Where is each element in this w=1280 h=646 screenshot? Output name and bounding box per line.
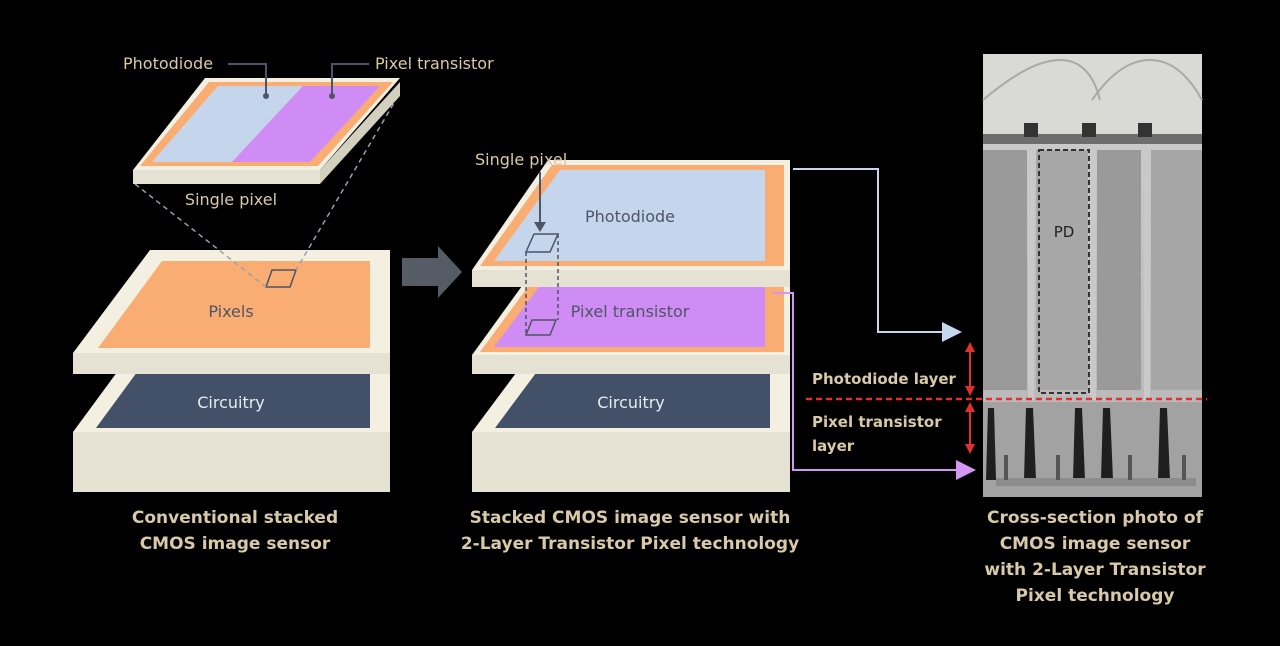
conventional-caption-line1: Conventional stacked [131, 508, 339, 528]
conventional-sensor-group: Circuitry Pixels Single pixel Photodiode [73, 54, 494, 492]
pd-label: PD [1054, 223, 1075, 241]
pixel-transistor-area [232, 86, 380, 162]
conventional-caption-line2: CMOS image sensor [139, 534, 331, 554]
pixels-surface [98, 261, 370, 348]
two-layer-sensor-group: Circuitry Pixel transistor Photodiode Si… [472, 150, 790, 492]
cross-section-photo: PD [982, 54, 1203, 497]
pixel-transistor-layer-label-1: Pixel transistor [812, 413, 942, 431]
pixel-link-lines [525, 234, 559, 335]
cross-section-caption: Cross-section photo of CMOS image sensor… [965, 505, 1225, 609]
pixels-label: Pixels [208, 302, 253, 321]
two-layer-caption: Stacked CMOS image sensor with 2-Layer T… [430, 505, 830, 557]
pixel-transistor-marker [524, 319, 558, 336]
pixels-layer: Pixels [73, 250, 390, 374]
single-pixel-arrow-icon [534, 222, 546, 232]
single-pixel-label: Single pixel [185, 190, 277, 209]
photodiode-callout-line [228, 63, 267, 96]
transition-arrow-icon [402, 246, 462, 298]
projection-line-right [295, 95, 399, 271]
conventional-caption: Conventional stacked CMOS image sensor [90, 505, 380, 557]
pixel-transistor-connector-arrow [773, 292, 976, 480]
two-layer-caption-line1: Stacked CMOS image sensor with [469, 508, 791, 528]
middle-pixel-transistor-label: Pixel transistor [571, 302, 690, 321]
projection-line-left [134, 183, 267, 288]
photodiode-layer: Photodiode [472, 160, 790, 287]
two-layer-caption-line2: 2-Layer Transistor Pixel technology [460, 534, 800, 554]
photodiode-callout-label: Photodiode [123, 54, 213, 73]
pixel-transistor-callout-line [331, 63, 369, 96]
photodiode-layer-arrow-icon [965, 342, 975, 396]
pixel-transistor-callout-label: Pixel transistor [375, 54, 494, 73]
cross-section-caption-line4: Pixel technology [1015, 586, 1175, 606]
pixel-transistor-callout-dot [329, 93, 335, 99]
cross-section-caption-line1: Cross-section photo of [987, 508, 1203, 528]
pd-highlight-box [1038, 149, 1090, 394]
single-pixel-detail: Single pixel [133, 78, 400, 209]
pixel-transistor-layer-label-2: layer [812, 437, 855, 455]
middle-photodiode-label: Photodiode [585, 207, 675, 226]
middle-single-pixel-label: Single pixel [475, 150, 567, 169]
circuitry-label: Circuitry [197, 393, 265, 412]
photodiode-area [152, 86, 303, 162]
photodiode-layer-label: Photodiode layer [812, 370, 957, 388]
middle-circuitry-label: Circuitry [597, 393, 665, 412]
photodiode-callout-dot [263, 93, 269, 99]
photodiode-connector-arrow [793, 168, 962, 342]
cross-section-caption-line2: CMOS image sensor [999, 534, 1191, 554]
cross-section-caption-line3: with 2-Layer Transistor [984, 560, 1206, 580]
photodiode-surface [494, 170, 765, 261]
pixel-transistor-layer-arrow-icon [965, 402, 975, 454]
